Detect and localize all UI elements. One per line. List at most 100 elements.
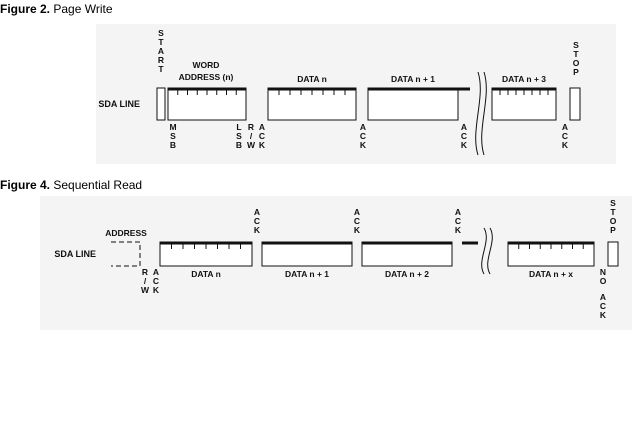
fig4-data-nx-label: DATA n + x bbox=[529, 269, 573, 279]
fig4-address-label: ADDRESS bbox=[105, 228, 147, 238]
figure-4-title: Sequential Read bbox=[53, 178, 143, 192]
fig2-lsb-label: LSB bbox=[236, 122, 242, 150]
fig4-data-n2-byte bbox=[361, 241, 453, 267]
svg-text:A: A bbox=[153, 267, 159, 277]
svg-text:/: / bbox=[144, 276, 147, 286]
figure-4-caption: Figure 4. Sequential Read bbox=[0, 178, 142, 192]
svg-text:P: P bbox=[610, 225, 616, 235]
svg-text:A: A bbox=[455, 207, 461, 217]
svg-text:O: O bbox=[573, 58, 580, 68]
fig4-ack-label-4: ACK bbox=[455, 207, 462, 235]
svg-text:C: C bbox=[455, 216, 461, 226]
svg-text:C: C bbox=[254, 216, 260, 226]
svg-text:B: B bbox=[170, 140, 176, 150]
fig2-break-right bbox=[481, 71, 487, 156]
svg-text:A: A bbox=[259, 122, 265, 132]
fig2-ack-label-2: ACK bbox=[360, 122, 367, 150]
svg-text:T: T bbox=[158, 37, 164, 47]
fig2-address-label: ADDRESS (n) bbox=[179, 72, 234, 82]
svg-text:R: R bbox=[142, 267, 148, 277]
svg-text:S: S bbox=[610, 198, 616, 208]
figure-2-number: Figure 2. bbox=[0, 2, 51, 16]
fig2-start-bit bbox=[156, 87, 166, 121]
svg-text:C: C bbox=[600, 301, 606, 311]
fig2-break-left bbox=[475, 71, 481, 156]
svg-text:C: C bbox=[153, 276, 159, 286]
svg-text:P: P bbox=[573, 67, 579, 77]
fig4-sda-line-label: SDA LINE bbox=[54, 249, 96, 259]
fig4-break-right bbox=[487, 227, 493, 275]
svg-text:C: C bbox=[354, 216, 360, 226]
fig4-stop-bit bbox=[607, 241, 619, 267]
svg-text:K: K bbox=[360, 140, 367, 150]
fig2-rw-label: R/W bbox=[247, 122, 256, 150]
fig2-data-n1-byte bbox=[367, 87, 459, 121]
fig4-no-label: NO bbox=[600, 267, 607, 286]
svg-text:/: / bbox=[250, 131, 253, 141]
svg-text:A: A bbox=[360, 122, 366, 132]
svg-text:K: K bbox=[455, 225, 462, 235]
svg-text:O: O bbox=[610, 216, 617, 226]
svg-text:M: M bbox=[169, 122, 176, 132]
svg-text:K: K bbox=[600, 310, 607, 320]
svg-text:S: S bbox=[170, 131, 176, 141]
fig4-data-n-label: DATA n bbox=[191, 269, 221, 279]
fig2-data-n3-label: DATA n + 3 bbox=[502, 74, 546, 84]
svg-text:B: B bbox=[236, 140, 242, 150]
fig2-ack-label-4: ACK bbox=[562, 122, 569, 150]
svg-text:K: K bbox=[153, 285, 160, 295]
svg-text:R: R bbox=[248, 122, 254, 132]
svg-text:S: S bbox=[158, 28, 164, 38]
fig2-data-n1-label: DATA n + 1 bbox=[391, 74, 435, 84]
fig4-address-byte bbox=[111, 241, 141, 267]
fig2-sda-line-label: SDA LINE bbox=[98, 99, 140, 109]
svg-text:A: A bbox=[354, 207, 360, 217]
svg-text:K: K bbox=[254, 225, 261, 235]
svg-text:A: A bbox=[600, 292, 606, 302]
fig4-break-left bbox=[481, 227, 487, 275]
fig4-data-n2-label: DATA n + 2 bbox=[385, 269, 429, 279]
fig2-ack-label-1: ACK bbox=[259, 122, 266, 150]
fig2-word-label: WORD bbox=[193, 60, 220, 70]
fig4-ack-label-2: ACK bbox=[254, 207, 261, 235]
fig4-noack-ack-label: ACK bbox=[600, 292, 607, 320]
fig4-data-n1-label: DATA n + 1 bbox=[285, 269, 329, 279]
svg-text:A: A bbox=[254, 207, 260, 217]
svg-text:C: C bbox=[562, 131, 568, 141]
fig2-msb-label: MSB bbox=[169, 122, 176, 150]
svg-text:A: A bbox=[158, 46, 164, 56]
figure-2-caption: Figure 2. Page Write bbox=[0, 2, 113, 16]
svg-text:W: W bbox=[247, 140, 256, 150]
svg-text:L: L bbox=[236, 122, 241, 132]
svg-text:A: A bbox=[461, 122, 467, 132]
svg-text:K: K bbox=[562, 140, 569, 150]
svg-text:K: K bbox=[259, 140, 266, 150]
fig4-ack-label-3: ACK bbox=[354, 207, 361, 235]
svg-text:K: K bbox=[461, 140, 468, 150]
fig2-stop-bit bbox=[569, 87, 581, 121]
figure-2-title: Page Write bbox=[53, 2, 113, 16]
svg-text:A: A bbox=[562, 122, 568, 132]
svg-text:S: S bbox=[573, 40, 579, 50]
svg-text:T: T bbox=[158, 64, 164, 74]
svg-text:W: W bbox=[141, 285, 150, 295]
fig2-data-n-label: DATA n bbox=[297, 74, 327, 84]
svg-text:O: O bbox=[600, 276, 607, 286]
svg-text:C: C bbox=[259, 131, 265, 141]
svg-text:K: K bbox=[354, 225, 361, 235]
fig4-rw-label: R/W bbox=[141, 267, 150, 295]
svg-text:C: C bbox=[461, 131, 467, 141]
svg-text:T: T bbox=[610, 207, 616, 217]
svg-text:T: T bbox=[573, 49, 579, 59]
figure-4-number: Figure 4. bbox=[0, 178, 51, 192]
svg-text:N: N bbox=[600, 267, 606, 277]
svg-text:S: S bbox=[236, 131, 242, 141]
fig4-data-n1-byte bbox=[261, 241, 353, 267]
fig4-ack-label-1: ACK bbox=[153, 267, 160, 295]
svg-text:R: R bbox=[158, 55, 164, 65]
fig2-ack-label-3: ACK bbox=[461, 122, 468, 150]
